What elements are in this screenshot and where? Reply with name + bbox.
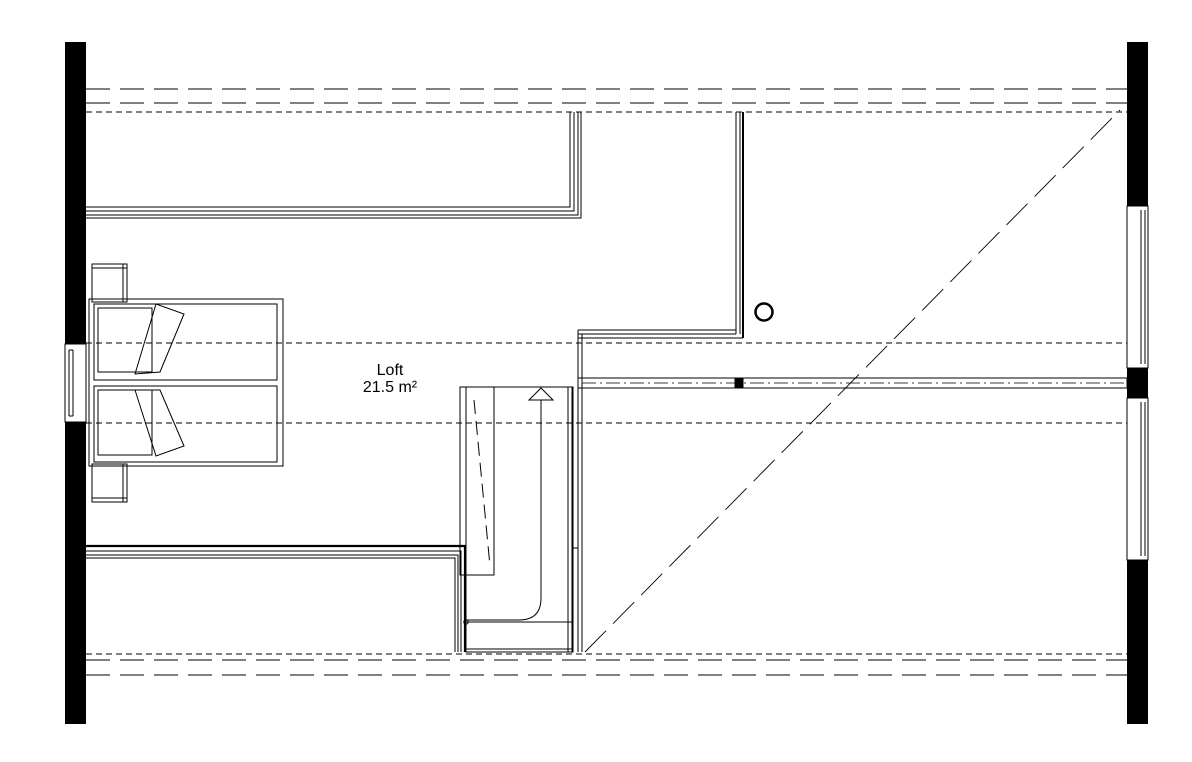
- left-end-wall-top: [65, 42, 86, 344]
- room-name: Loft: [376, 362, 404, 379]
- right-window-upper: [1126, 205, 1149, 369]
- partition-center: [577, 112, 744, 652]
- stair-cut-line: [473, 399, 491, 567]
- ridge-beam: [577, 377, 1128, 389]
- vent-pipe-icon: [754, 302, 774, 322]
- right-end-wall-bottom: [1127, 560, 1148, 724]
- pillow-left: [97, 307, 153, 373]
- double-bed: [88, 263, 284, 503]
- left-end-wall-bottom: [65, 422, 86, 724]
- stair-direction-arrow-icon: [527, 387, 555, 401]
- mattress-left: [93, 303, 278, 381]
- nightstand-top: [91, 263, 128, 303]
- stair-walk-line: [466, 400, 542, 621]
- pillow-right: [97, 389, 153, 456]
- right-end-wall-top: [1127, 42, 1148, 206]
- stair-outline: [465, 386, 574, 653]
- mattress-right: [93, 385, 278, 463]
- end-walls: [65, 42, 1148, 724]
- staircase: [459, 386, 578, 653]
- bed-frame: [88, 298, 284, 467]
- left-window: [64, 343, 87, 423]
- room-label: Loft 21.5 m²: [340, 362, 440, 396]
- right-end-wall-mid: [1127, 368, 1148, 398]
- windows: [64, 205, 1149, 561]
- partition-lower: [86, 544, 467, 652]
- stair-void-diagonal: [584, 109, 1121, 653]
- partition-upper: [86, 112, 582, 219]
- blanket-fold-right: [134, 389, 185, 457]
- room-area: 21.5 m²: [362, 379, 418, 396]
- nightstand-bottom: [91, 463, 128, 503]
- right-window-lower: [1126, 397, 1149, 561]
- roof-lines: [86, 88, 1127, 676]
- blanket-fold-left: [134, 303, 185, 375]
